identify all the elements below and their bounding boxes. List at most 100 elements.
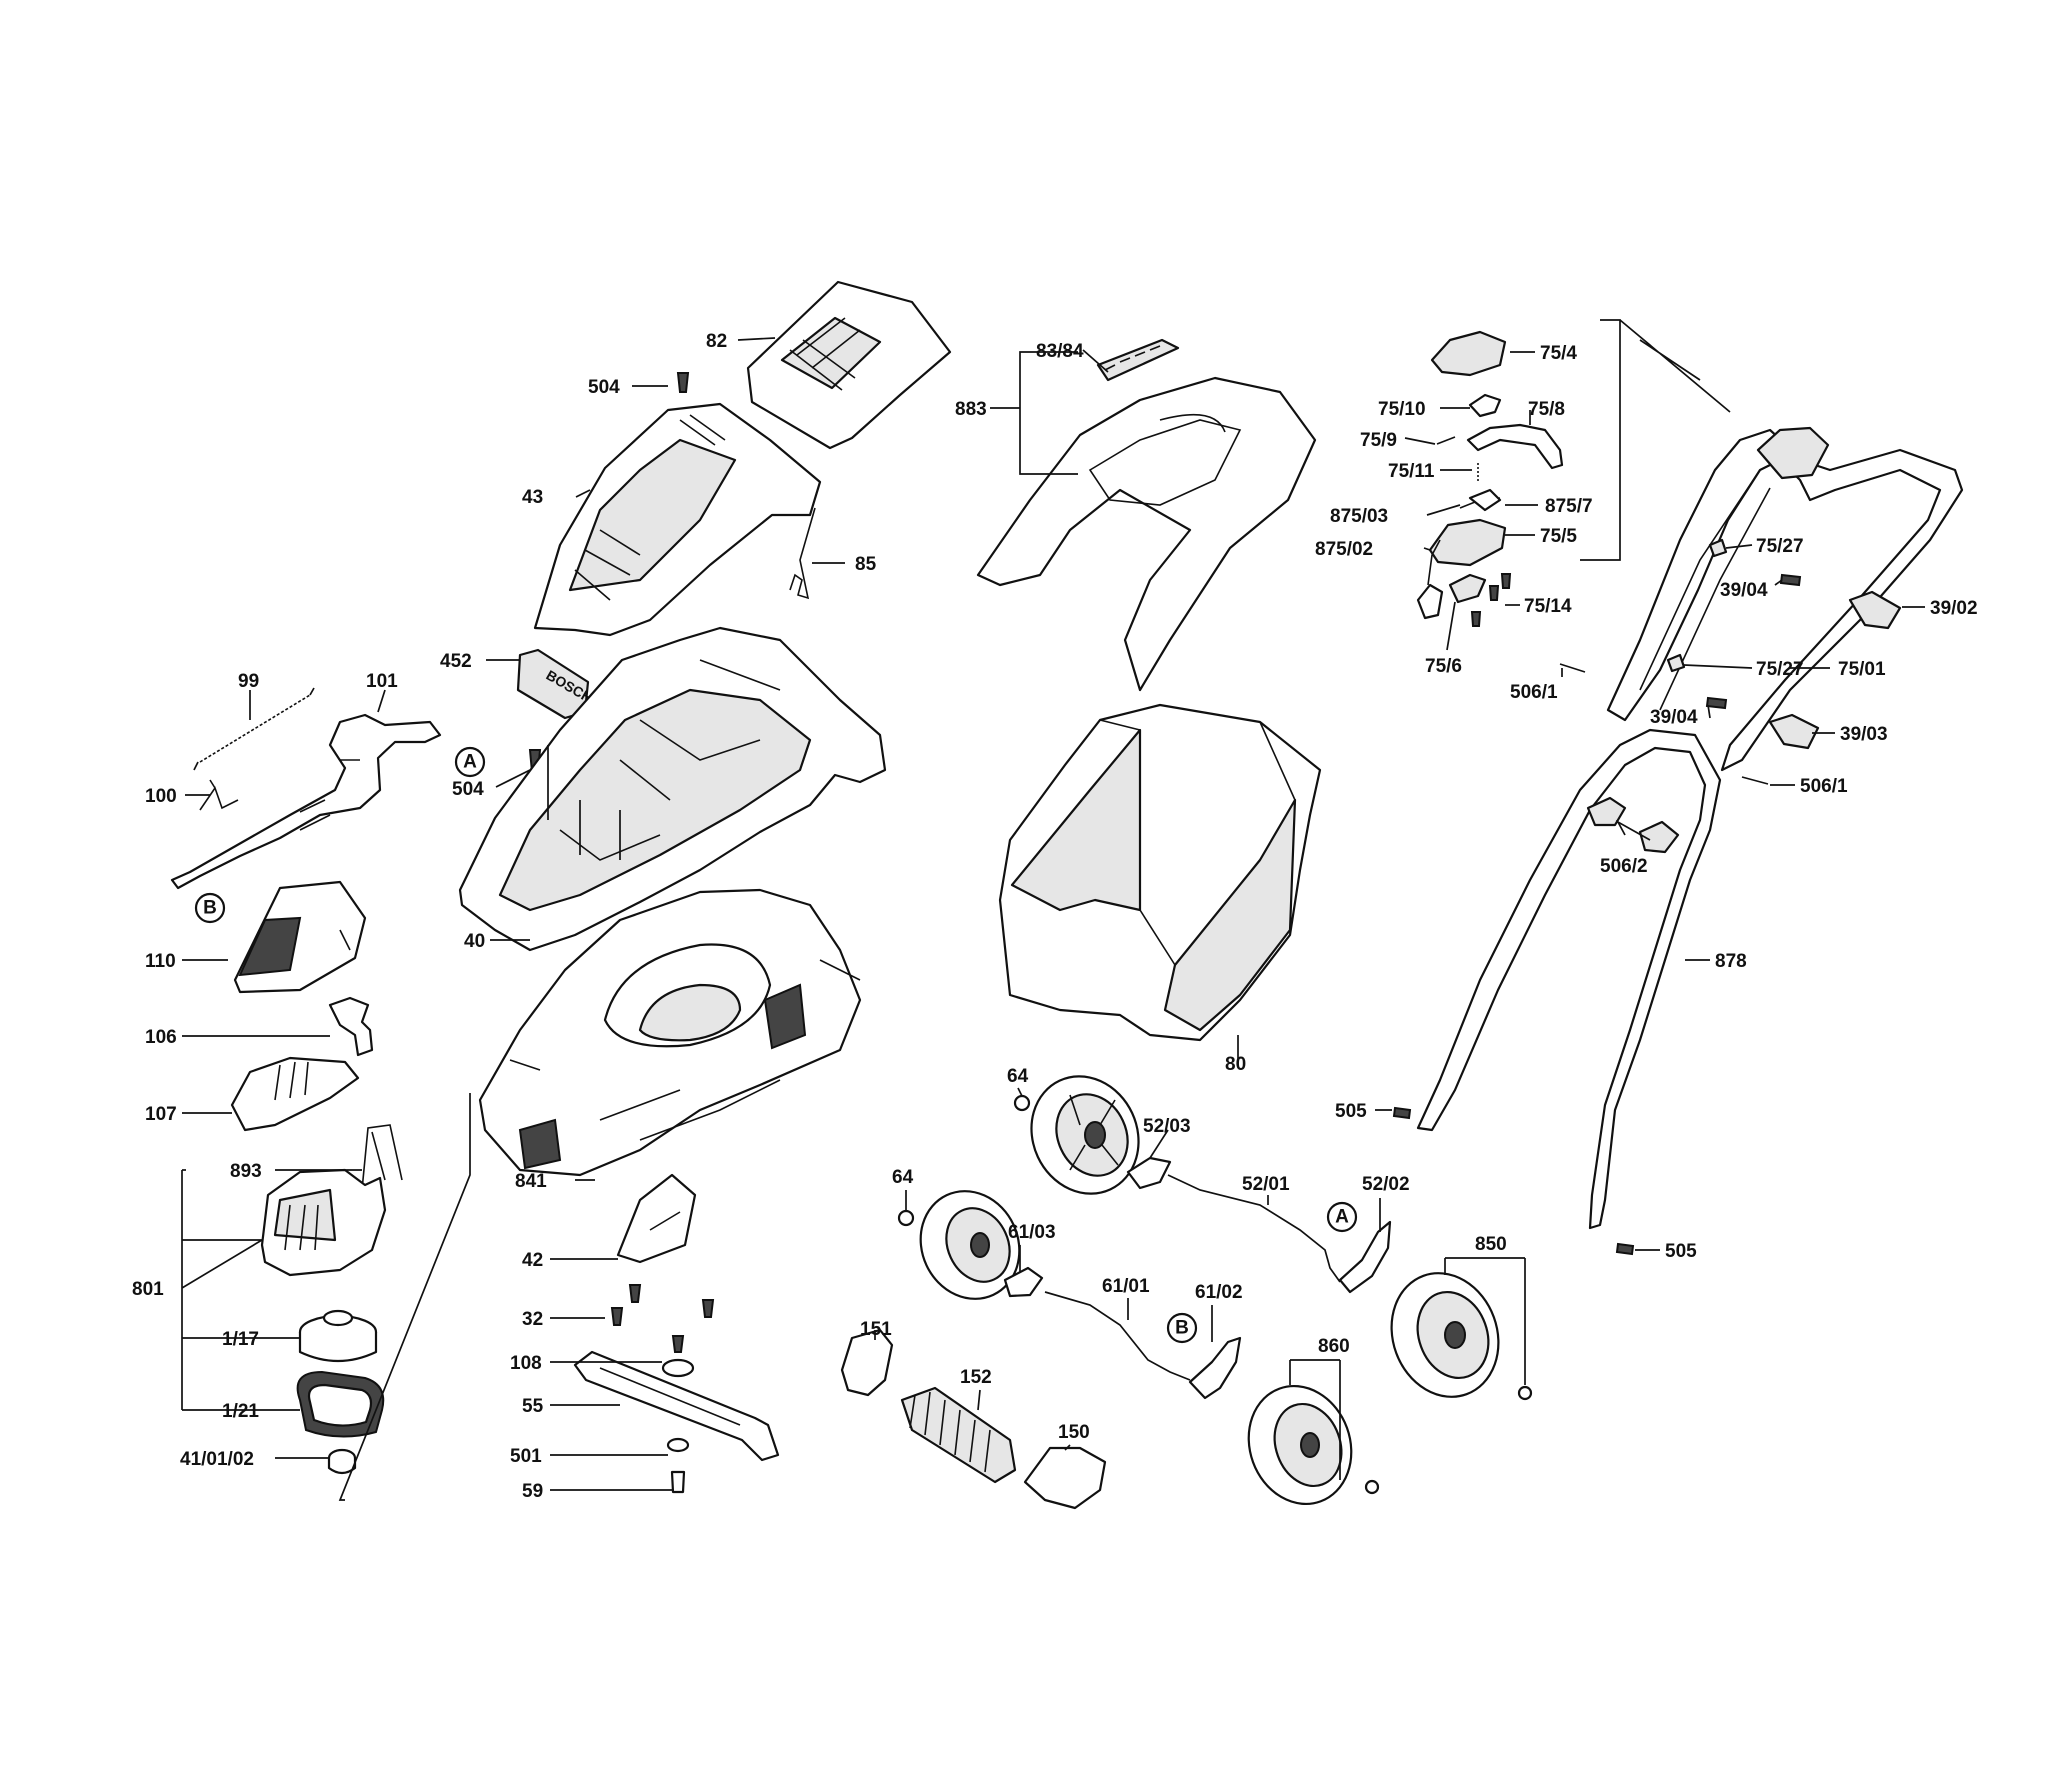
label-52-02: 52/02: [1362, 1174, 1410, 1195]
label-39-04-upper: 39/04: [1720, 580, 1768, 601]
holder-151: [840, 1328, 894, 1397]
label-151: 151: [860, 1319, 892, 1340]
bracket-61-03: [1003, 1266, 1044, 1298]
label-878: 878: [1715, 951, 1747, 972]
screw-39-04-upper: [1779, 573, 1802, 587]
label-85: 85: [855, 554, 877, 575]
box-lid-883: [976, 376, 1317, 692]
deflector-42: [616, 1173, 697, 1264]
plug-875-02: [1416, 539, 1444, 620]
housing-40: [458, 626, 887, 952]
label-75-10: 75/10: [1378, 399, 1426, 420]
lever-101: [170, 713, 442, 890]
label-52-01: 52/01: [1242, 1174, 1290, 1195]
label-875-7: 875/7: [1545, 496, 1593, 517]
wheel-860: [1247, 1384, 1380, 1506]
connector-b-left: B: [194, 892, 226, 924]
switch-lever-75-8: [1466, 423, 1564, 470]
label-501: 501: [510, 1446, 542, 1467]
height-lever-61-02: [1188, 1336, 1242, 1400]
label-75-4: 75/4: [1540, 343, 1577, 364]
clip-64-upper: [1013, 1094, 1031, 1112]
label-860: 860: [1318, 1336, 1350, 1357]
label-106: 106: [145, 1027, 177, 1048]
cover-lid-82: [746, 280, 952, 450]
motor-801: [260, 1168, 387, 1277]
connector-b-right: B: [1166, 1312, 1198, 1344]
label-850: 850: [1475, 1234, 1507, 1255]
washer-501: [666, 1437, 690, 1453]
label-506-1-upper: 506/1: [1510, 682, 1558, 703]
axle-52-01: [1167, 1174, 1341, 1283]
handle-part-39-02: [1848, 590, 1902, 630]
label-505-left: 505: [1335, 1101, 1367, 1122]
label-39-04-lower: 39/04: [1650, 707, 1698, 728]
label-75-11: 75/11: [1388, 461, 1435, 482]
spring-85: [789, 507, 816, 600]
deck-841: [478, 888, 862, 1177]
label-32: 32: [522, 1309, 543, 1330]
label-80: 80: [1225, 1054, 1246, 1075]
top-cover-43: [533, 402, 822, 637]
label-75-27-upper: 75/27: [1756, 536, 1804, 557]
label-801: 801: [132, 1279, 164, 1300]
label-75-5: 75/5: [1540, 526, 1577, 547]
bolt-59: [670, 1470, 686, 1494]
screw-505-left: [1392, 1106, 1412, 1120]
screw-504-top: [676, 372, 690, 393]
label-1-17: 1/17: [222, 1329, 259, 1350]
label-152: 152: [960, 1367, 992, 1388]
part-labels: 82 504 43 85 452 504 40 99 101 100 110 1…: [132, 331, 1978, 1502]
label-39-03: 39/03: [1840, 724, 1888, 745]
label-99: 99: [238, 671, 259, 692]
label-841: 841: [515, 1171, 547, 1192]
connector-b-left-label: B: [203, 898, 217, 919]
label-107: 107: [145, 1104, 177, 1125]
pulley-1-17: [298, 1309, 378, 1363]
switch-part-75-10: [1468, 393, 1502, 418]
label-75-6: 75/6: [1425, 656, 1462, 677]
label-883: 883: [955, 399, 987, 420]
screw-39-04-lower: [1705, 696, 1728, 710]
label-43: 43: [522, 487, 543, 508]
bolt-506-1-upper: [1559, 663, 1586, 673]
label-75-9: 75/9: [1360, 430, 1397, 451]
cable-893: [361, 1124, 403, 1191]
label-82: 82: [706, 331, 727, 352]
axle-61-01: [1044, 1291, 1191, 1381]
switch-cap-75-4: [1430, 330, 1507, 377]
label-64-upper: 64: [1007, 1066, 1029, 1087]
knob-506-2: [1586, 796, 1680, 854]
holder-150: [1023, 1446, 1107, 1510]
label-75-01: 75/01: [1838, 659, 1886, 680]
label-100: 100: [145, 786, 177, 807]
label-61-01: 61/01: [1102, 1276, 1150, 1297]
switch-cover-110: [233, 880, 367, 994]
label-64-lower: 64: [892, 1167, 914, 1188]
wheel-rear-lower: [919, 1190, 1021, 1300]
leader-lines: [181, 319, 1925, 1501]
grip-83-84: [1096, 338, 1180, 382]
handle-upper-75-01: [1606, 426, 1964, 772]
wheel-850: [1390, 1272, 1533, 1401]
label-55: 55: [522, 1396, 544, 1417]
label-452: 452: [440, 651, 472, 672]
connector-a-left-label: A: [463, 752, 477, 773]
switch-106: [328, 996, 374, 1057]
clip-64-lower: [897, 1209, 915, 1227]
screw-505-right: [1615, 1242, 1635, 1256]
washer-108: [661, 1335, 695, 1378]
label-42: 42: [522, 1250, 543, 1271]
label-875-03: 875/03: [1330, 506, 1388, 527]
label-150: 150: [1058, 1422, 1090, 1443]
label-110: 110: [145, 951, 176, 972]
pin-75-9: [1436, 436, 1456, 445]
label-61-03: 61/03: [1008, 1222, 1056, 1243]
belt-1-21: [296, 1370, 385, 1438]
roller-152: [900, 1386, 1017, 1484]
washer-41-01-02: [327, 1448, 357, 1475]
handle-part-39-03: [1768, 713, 1820, 750]
handle-lower-878: [1416, 728, 1722, 1230]
wheel-rear-upper: [1030, 1075, 1140, 1195]
screws-32: [610, 1284, 715, 1326]
